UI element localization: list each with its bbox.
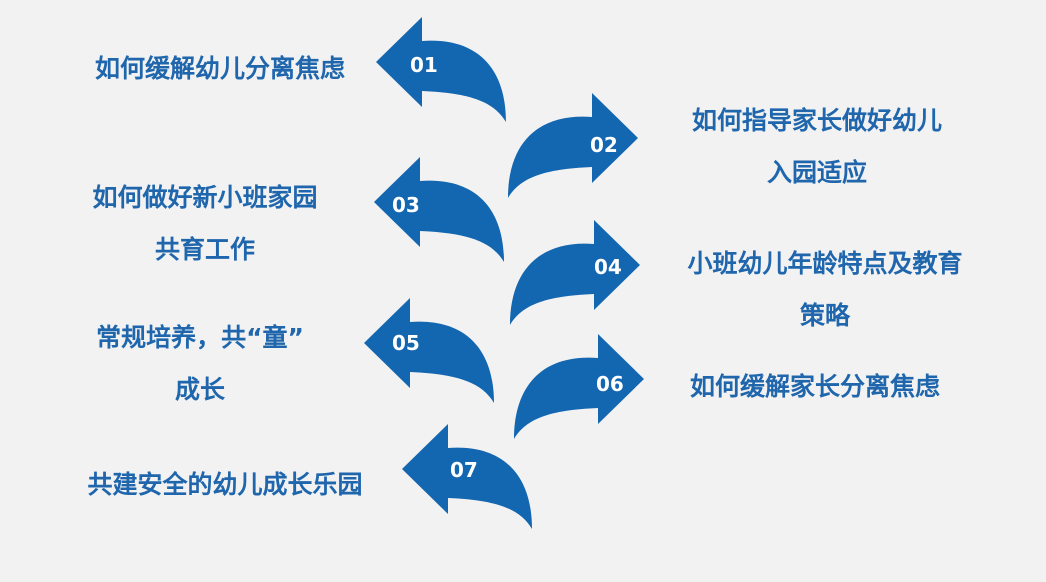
item-03-line-1: 如何做好新小班家园 [92,183,318,212]
arrow-02: 02 [508,93,638,198]
arrow-03: 03 [374,157,504,262]
item-01-label: 如何缓解幼儿分离焦虑 [60,43,380,95]
item-04-line-2: 策略 [799,301,850,330]
item-04-label: 小班幼儿年龄特点及教育 策略 [660,238,990,342]
number-04: 04 [594,255,622,279]
item-02-line-2: 入园适应 [766,158,867,187]
item-07-label: 共建安全的幼儿成长乐园 [60,459,390,511]
item-06-line-1: 如何缓解家长分离焦虑 [689,372,940,401]
number-07: 07 [450,458,478,482]
item-06-label: 如何缓解家长分离焦虑 [660,361,970,413]
arrow-04: 04 [510,220,640,325]
item-01-line-1: 如何缓解幼儿分离焦虑 [94,54,345,83]
arrow-07: 07 [402,424,532,529]
arrow-01: 01 [376,17,506,122]
item-04-line-1: 小班幼儿年龄特点及教育 [687,249,963,278]
item-03-line-2: 共育工作 [154,235,255,264]
arrow-05: 05 [364,298,494,403]
item-07-line-1: 共建安全的幼儿成长乐园 [87,470,363,499]
number-06: 06 [596,372,624,396]
item-05-line-2: 成长 [174,375,225,404]
arrow-06: 06 [514,334,644,439]
number-01: 01 [410,53,438,77]
item-05-label: 常规培养，共“童” 成长 [60,312,340,416]
item-05-line-1: 常规培养，共“童” [96,323,304,352]
number-03: 03 [392,193,420,217]
item-02-line-1: 如何指导家长做好幼儿 [691,106,942,135]
number-02: 02 [590,133,618,157]
number-05: 05 [392,331,420,355]
item-03-label: 如何做好新小班家园 共育工作 [60,172,350,276]
item-02-label: 如何指导家长做好幼儿 入园适应 [662,95,972,199]
